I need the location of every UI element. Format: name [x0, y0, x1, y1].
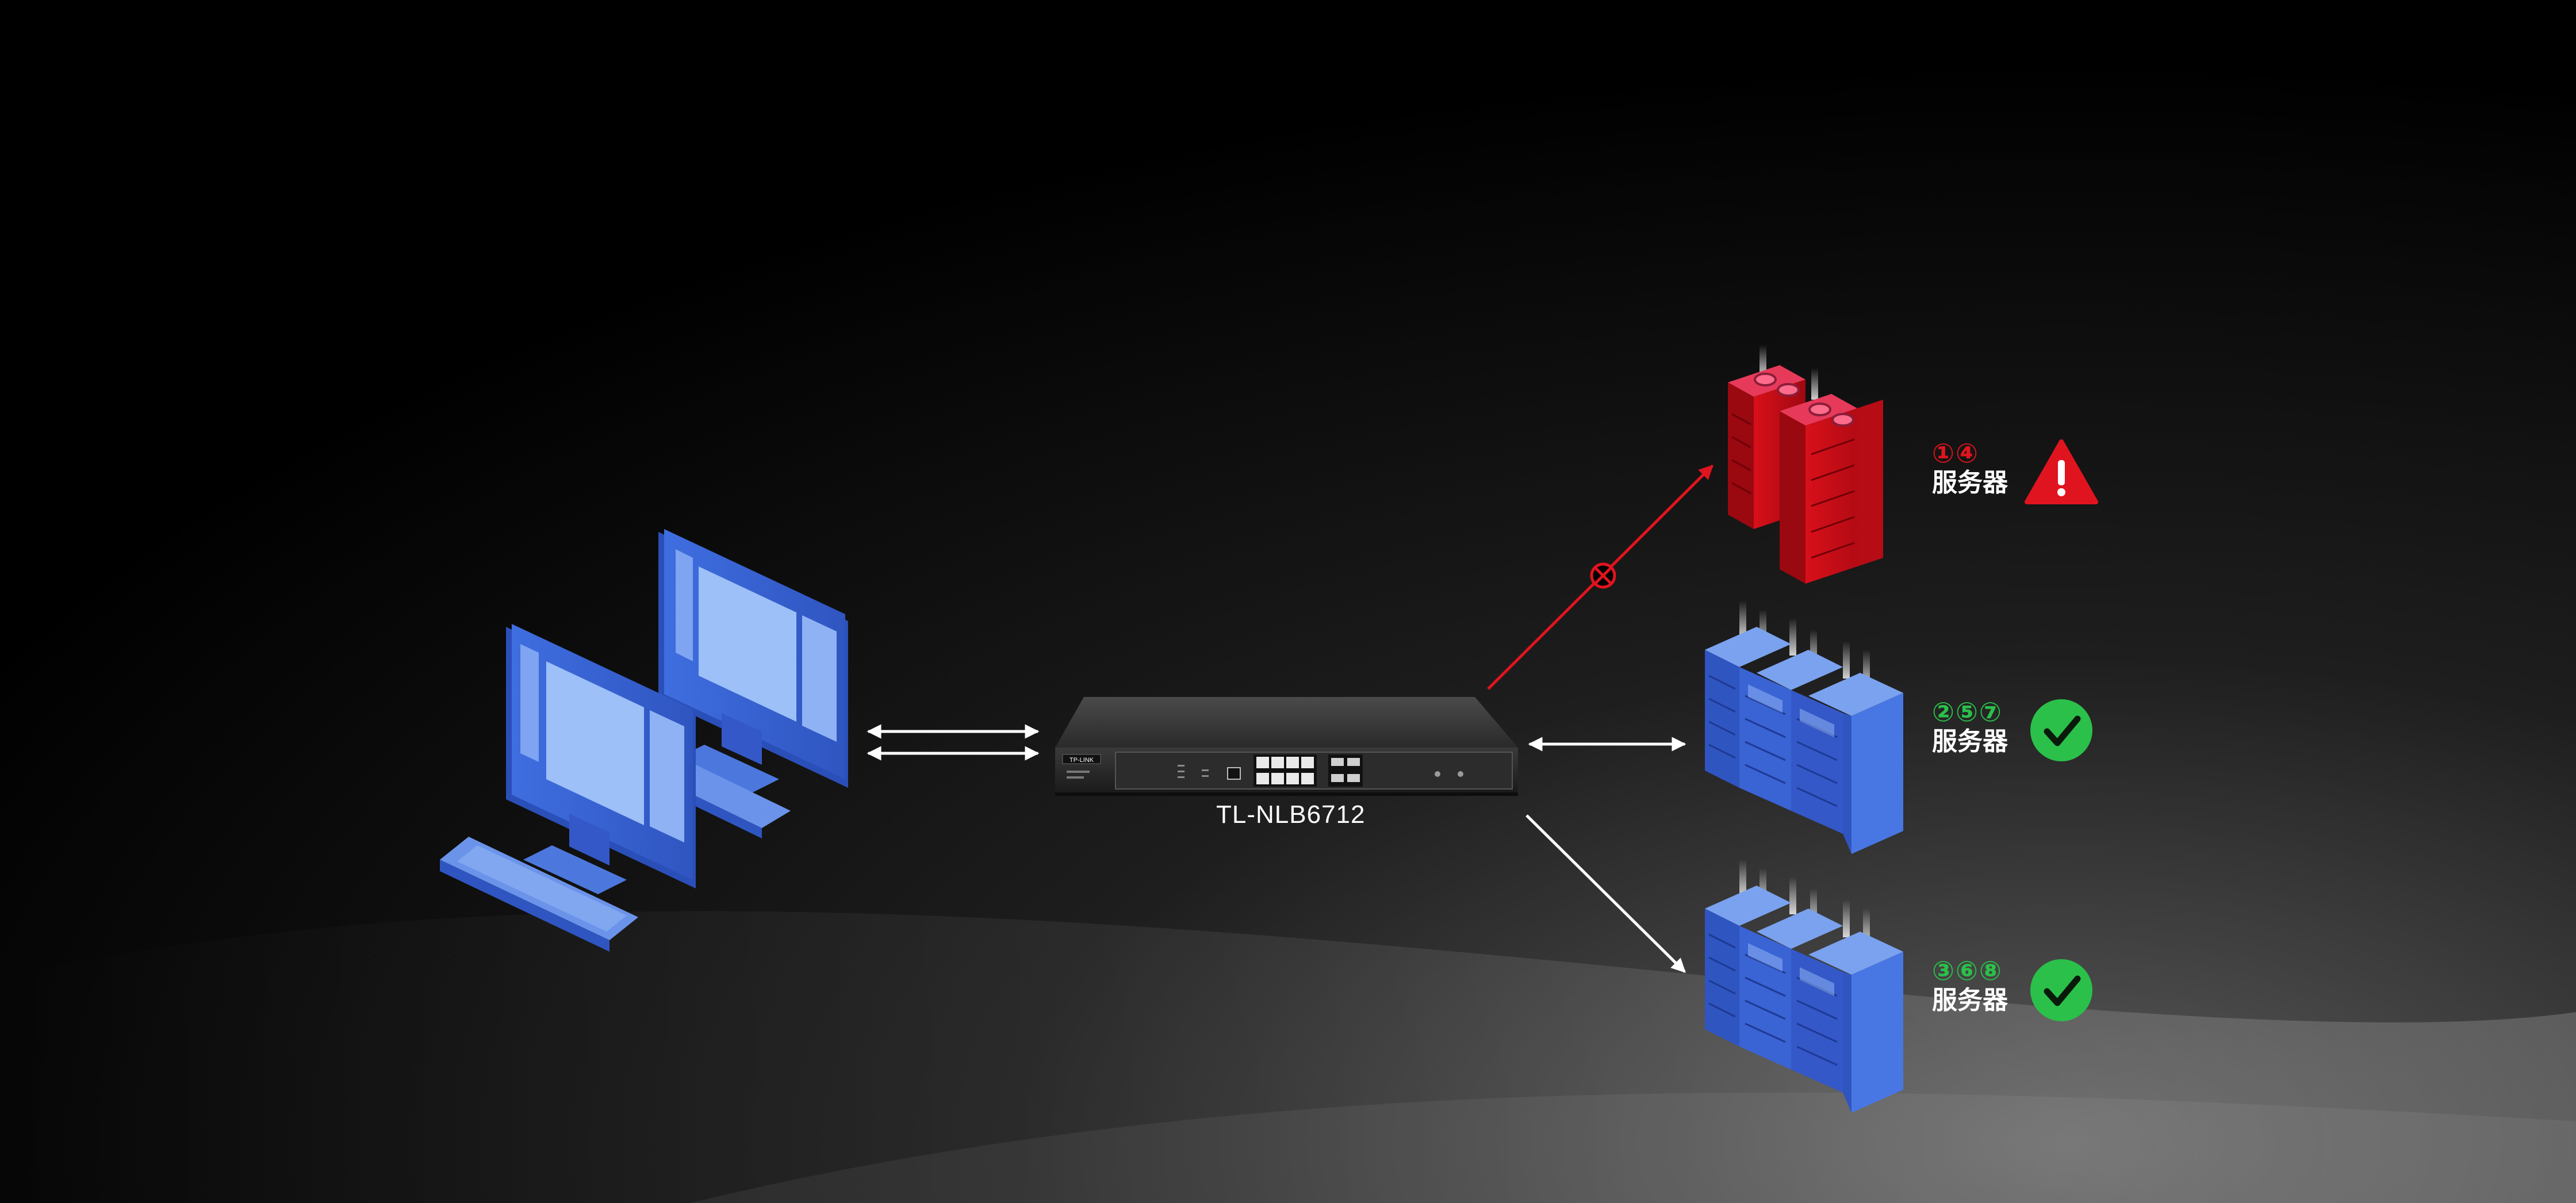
background-wave — [690, 1093, 2576, 1203]
server-ids: ③⑥⑧ — [1932, 955, 2003, 986]
console-port — [1227, 767, 1241, 780]
server-name: 服务器 — [1932, 726, 2008, 756]
desktop-computer-icon — [658, 529, 848, 838]
reset-button — [1458, 771, 1463, 777]
server-rack-icon — [1705, 860, 1903, 1113]
load-balancer-device: TP-LINK — [1055, 697, 1518, 796]
server-group-label: ①④ 服务器 — [1932, 438, 2008, 497]
keyboard-icon — [440, 837, 638, 952]
check-circle-icon — [2030, 699, 2092, 761]
sfp-ports — [1328, 754, 1363, 787]
server-group-label: ②⑤⑦ 服务器 — [1932, 697, 2008, 756]
server-ids: ①④ — [1932, 438, 1979, 469]
status-leds — [1178, 765, 1209, 778]
server-group-label: ③⑥⑧ 服务器 — [1932, 956, 2008, 1015]
blocked-link-icon — [1590, 562, 1616, 589]
server-ids: ②⑤⑦ — [1932, 696, 2003, 727]
server-link-arrow — [1525, 814, 1686, 973]
server-rack-icon — [1705, 601, 1903, 854]
server-name: 服务器 — [1932, 468, 2008, 497]
brand-logo-text: TP-LINK — [1070, 757, 1094, 764]
brand-logo — [1062, 754, 1101, 764]
server-name: 服务器 — [1932, 985, 2008, 1015]
faulty-server-rack-icon — [1728, 345, 1883, 584]
device-model-label: TL-NLB6712 — [1216, 800, 1366, 829]
ethernet-ports — [1254, 754, 1317, 787]
background-wave — [0, 911, 2576, 1203]
clients-desktop-computer-icon — [440, 529, 848, 952]
desktop-computer-icon — [506, 624, 696, 894]
power-led — [1435, 771, 1440, 777]
check-circle-icon — [2030, 959, 2092, 1021]
warning-triangle-icon — [2025, 439, 2098, 504]
